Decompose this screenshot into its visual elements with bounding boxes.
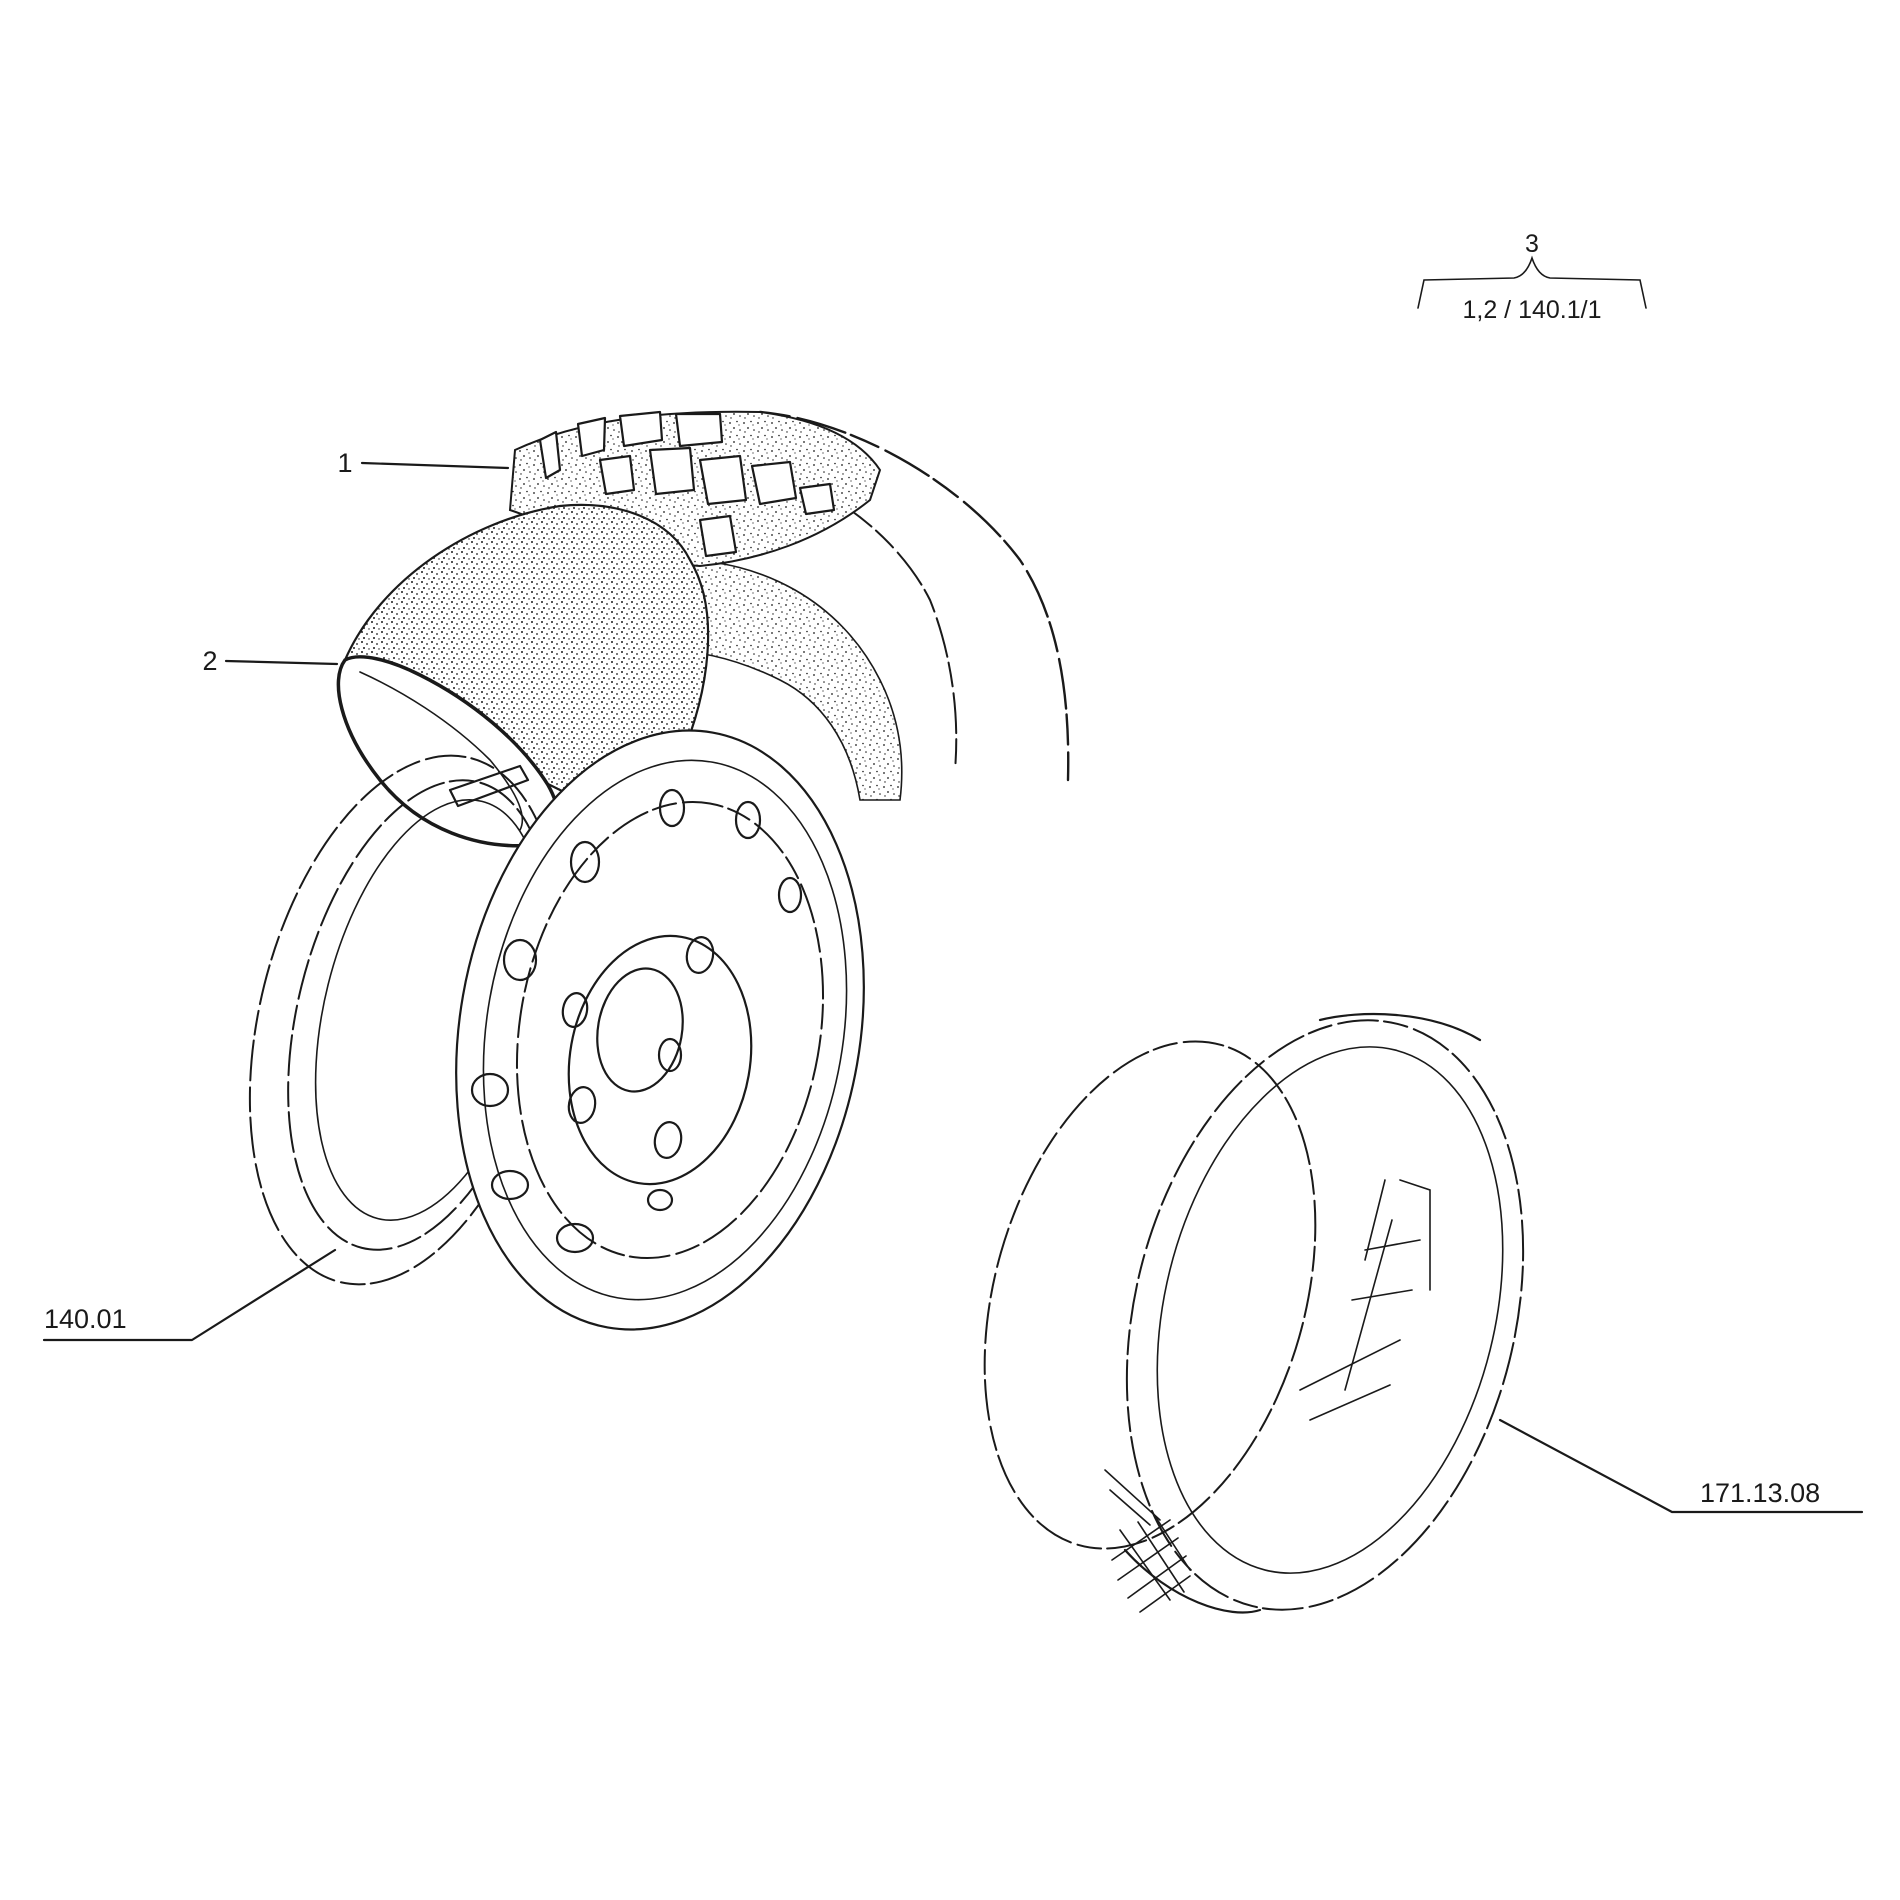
rim-center-bore bbox=[596, 967, 684, 1093]
rim-stud-holes bbox=[561, 936, 715, 1159]
callout-171-13-08-label: 171.13.08 bbox=[1700, 1478, 1820, 1508]
rim-front-flange-inner bbox=[482, 759, 848, 1301]
reference-bottom-text: 1,2 / 140.1/1 bbox=[1462, 296, 1601, 324]
cover-emblem bbox=[1299, 1179, 1431, 1421]
callout-1-label: 1 bbox=[337, 448, 352, 478]
callout-1-leader bbox=[360, 461, 510, 470]
tyre-sidewall bbox=[659, 559, 903, 801]
cover-hatching bbox=[1104, 1469, 1191, 1613]
spare-wheel-cover-illustration bbox=[983, 1012, 1525, 1614]
callout-140-01-leader bbox=[42, 1248, 337, 1342]
callout-140-01: 140.01 bbox=[42, 1248, 337, 1342]
reference-top-text: 3 bbox=[1525, 230, 1539, 258]
inner-tube-illustration bbox=[336, 503, 710, 848]
rim-front-flange bbox=[455, 729, 865, 1331]
callout-2: 2 bbox=[202, 646, 339, 676]
inner-tube-valve bbox=[448, 764, 530, 808]
callout-2-label: 2 bbox=[202, 646, 217, 676]
tyre-tread-blocks bbox=[538, 410, 836, 558]
cover-front-outer bbox=[1125, 1019, 1525, 1611]
callout-1: 1 bbox=[337, 448, 510, 478]
callout-140-01-label: 140.01 bbox=[44, 1304, 127, 1334]
cover-back-rim bbox=[983, 1040, 1317, 1550]
rim-illustration bbox=[248, 729, 865, 1331]
rim-vent-holes bbox=[470, 788, 803, 1254]
callout-171-13-08-leader bbox=[1498, 1418, 1864, 1514]
inner-tube-inner-edge bbox=[359, 671, 524, 831]
callout-171-13-08: 171.13.08 bbox=[1498, 1418, 1864, 1514]
cover-side-band bbox=[1318, 1012, 1482, 1042]
reference-bracket: 3 1,2 / 140.1/1 bbox=[1417, 230, 1647, 324]
rim-hub-ring bbox=[567, 934, 753, 1186]
reference-bracket-line bbox=[1417, 255, 1647, 309]
rim-disc-face bbox=[515, 801, 825, 1259]
cover-front-inner bbox=[1156, 1046, 1504, 1574]
tyre-outer-dashed-outline bbox=[758, 410, 1070, 782]
cover-side-band-lower bbox=[1123, 1548, 1262, 1614]
callout-2-leader bbox=[224, 659, 339, 666]
